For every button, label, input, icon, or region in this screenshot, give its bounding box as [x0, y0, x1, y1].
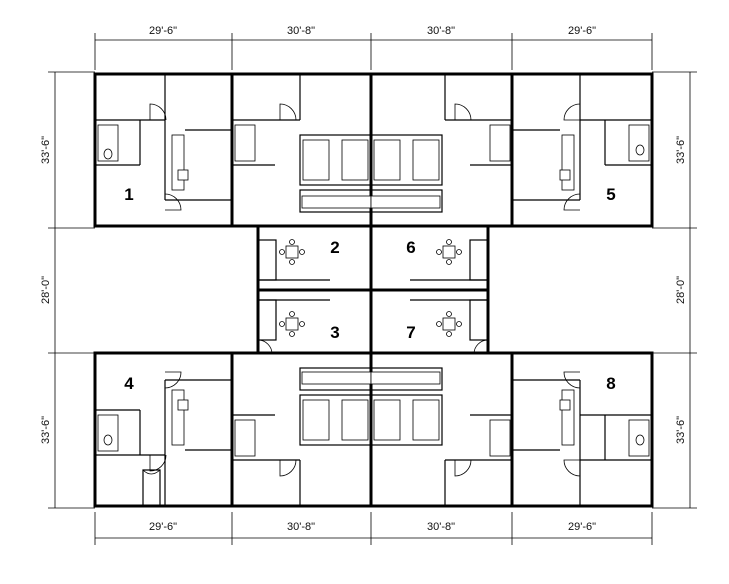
- dimension-bottom: 29'-6" 30'-8" 30'-8" 29'-6": [94, 512, 653, 545]
- dimension-left: 33'-6" 28'-0" 33'-6": [40, 71, 95, 509]
- unit-label-3: 3: [330, 323, 339, 342]
- unit-label-5: 5: [606, 185, 615, 204]
- dim-bottom-4: 29'-6": [568, 521, 596, 533]
- unit-label-2: 2: [330, 238, 339, 257]
- unit-label-6: 6: [406, 238, 415, 257]
- dim-right-1: 33'-6": [675, 136, 687, 164]
- unit-label-7: 7: [406, 323, 415, 342]
- dim-top-2: 30'-8": [287, 25, 315, 37]
- exterior-walls: [93, 72, 654, 508]
- dim-bottom-2: 30'-8": [287, 521, 315, 533]
- unit-label-1: 1: [124, 185, 133, 204]
- dim-left-1: 33'-6": [40, 136, 52, 164]
- dim-top-1: 29'-6": [149, 25, 177, 37]
- unit-labels: 1 2 3 4 5 6 7 8: [124, 185, 615, 393]
- door-swings: [149, 103, 581, 477]
- unit-label-4: 4: [124, 374, 134, 393]
- dim-bottom-3: 30'-8": [427, 521, 455, 533]
- dim-right-3: 33'-6": [675, 416, 687, 444]
- dim-left-3: 33'-6": [40, 416, 52, 444]
- dim-top-4: 29'-6": [568, 25, 596, 37]
- dim-top-3: 30'-8": [427, 25, 455, 37]
- dim-left-2: 28'-0": [40, 276, 52, 304]
- unit-label-8: 8: [606, 374, 615, 393]
- dimension-top: 29'-6" 30'-8" 30'-8" 29'-6": [94, 25, 653, 70]
- dim-bottom-1: 29'-6": [149, 521, 177, 533]
- fixtures: [97, 124, 650, 457]
- dimension-right: 33'-6" 28'-0" 33'-6": [652, 71, 697, 509]
- dim-right-2: 28'-0": [675, 276, 687, 304]
